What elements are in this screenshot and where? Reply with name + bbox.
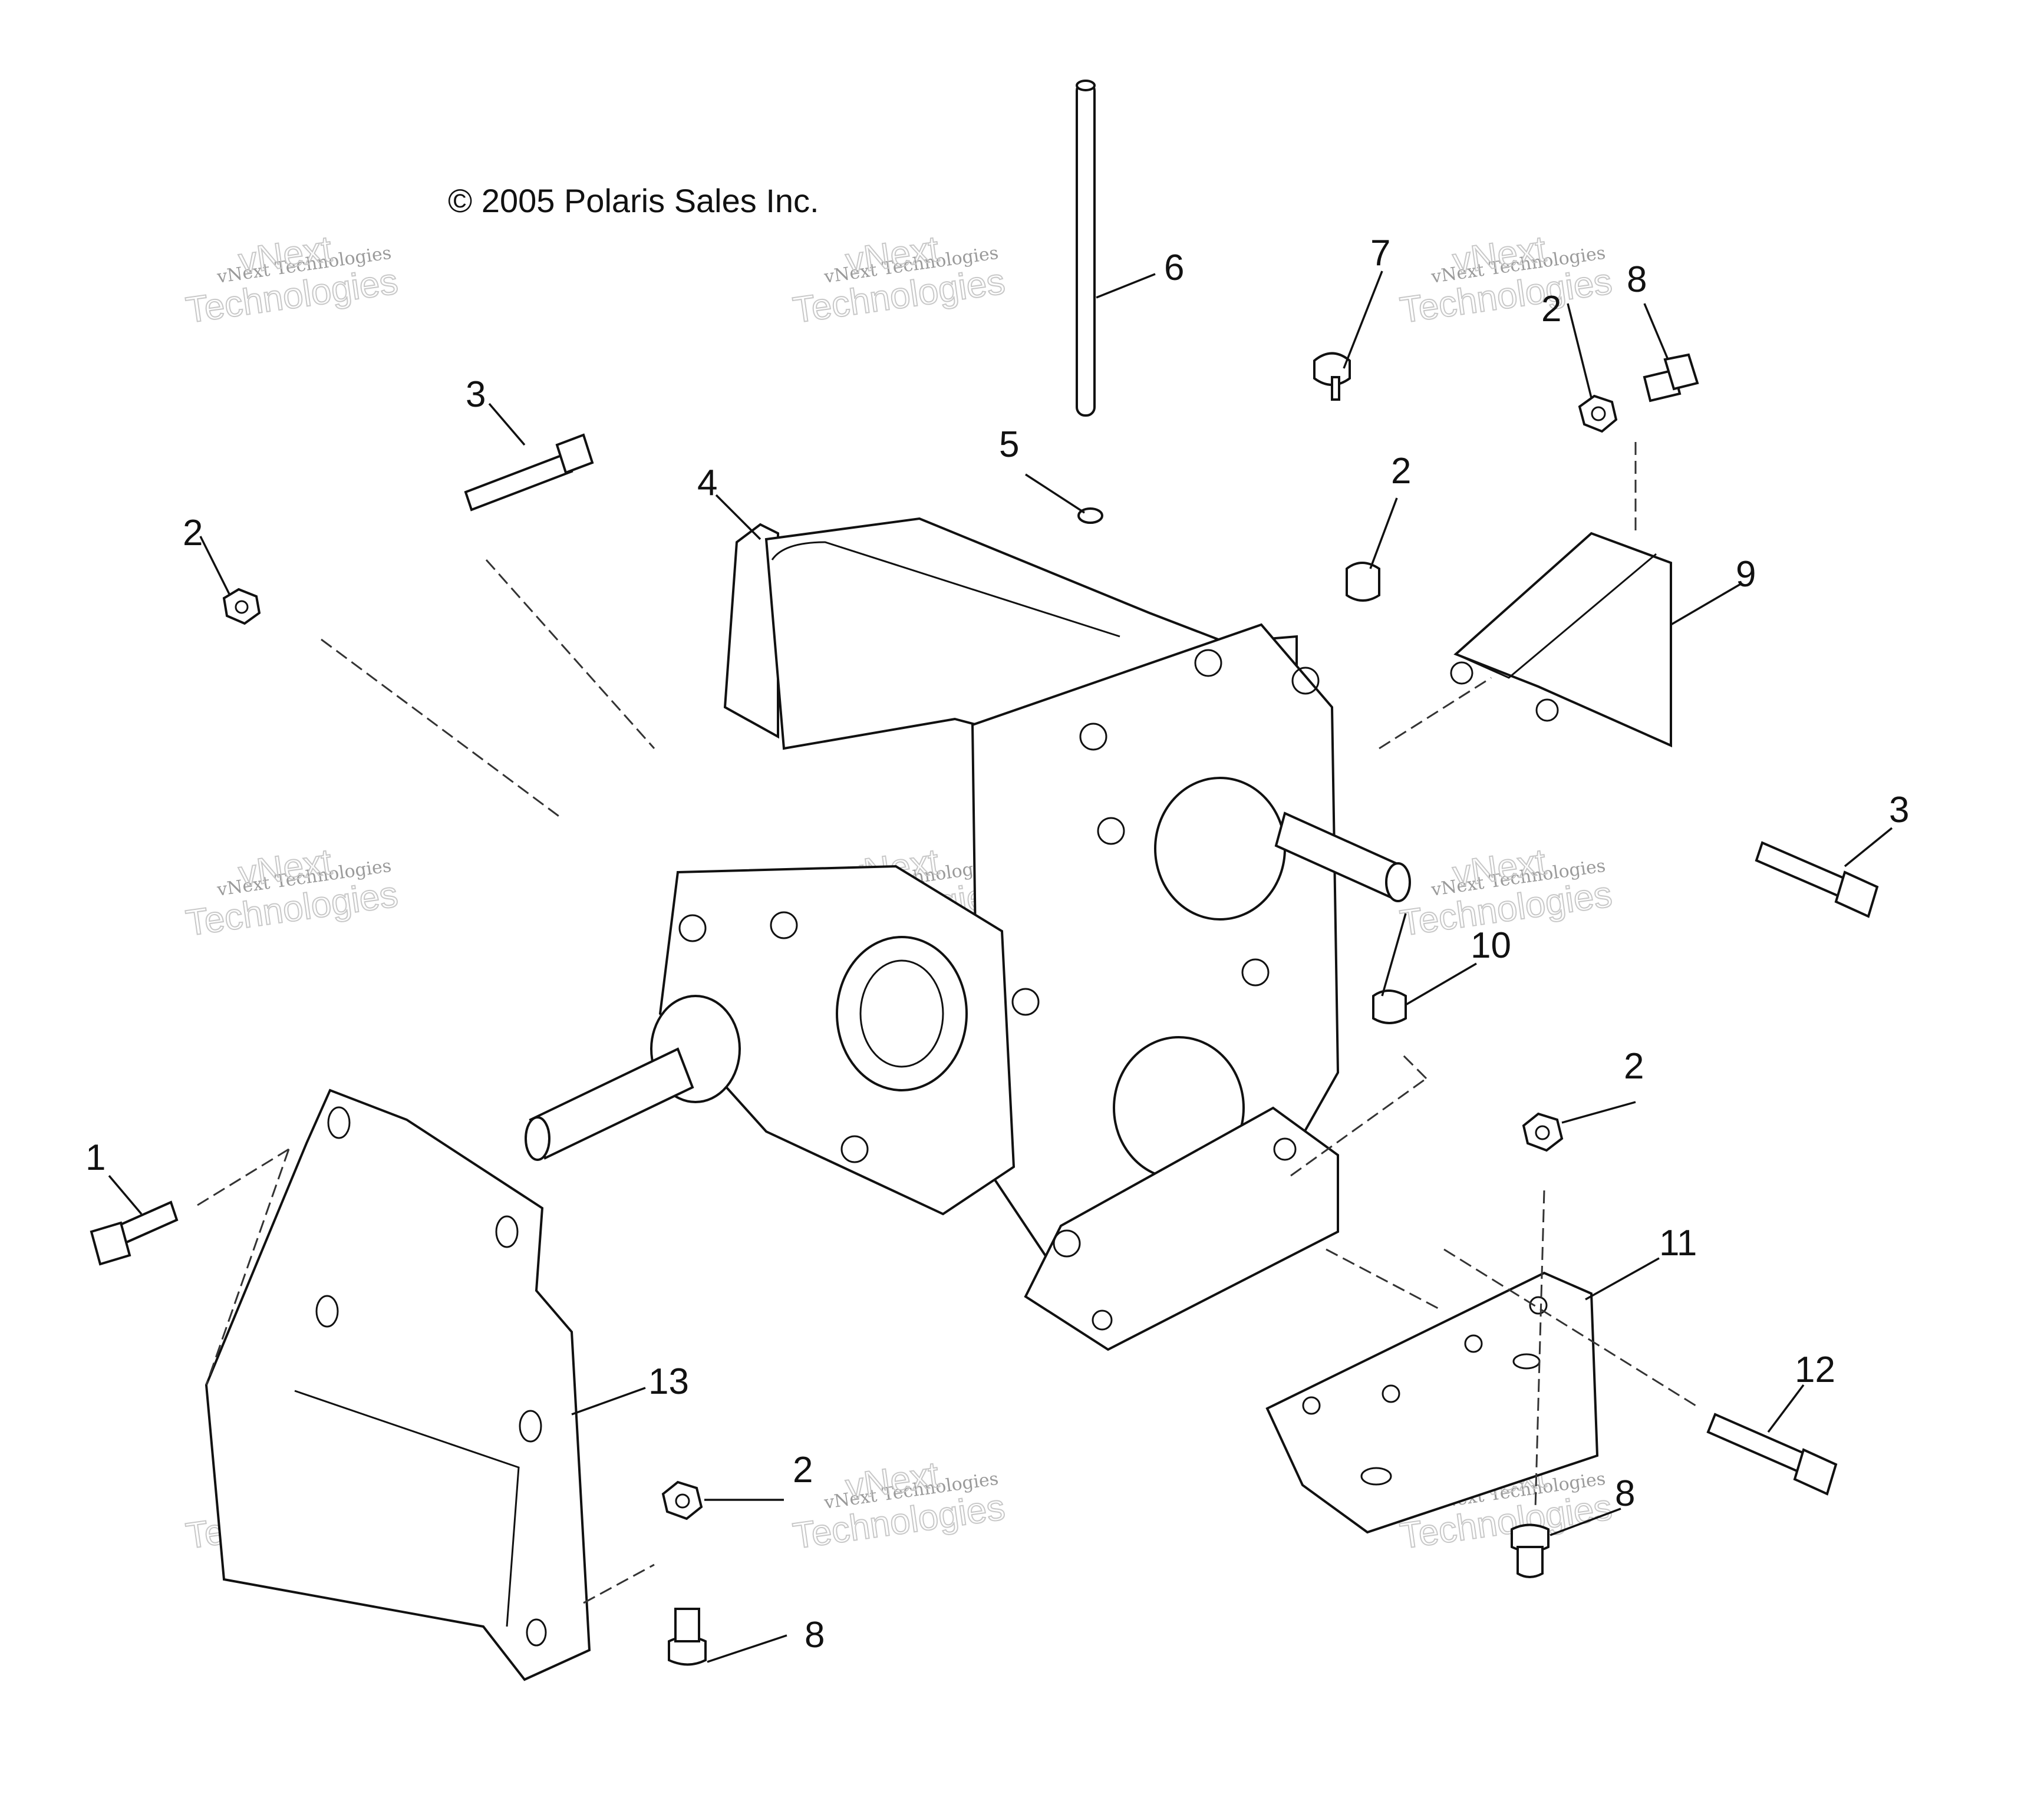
callout-7: 7 xyxy=(1370,233,1390,273)
watermark: vNext Technologies Technologies vNext xyxy=(183,841,401,945)
part-2-nut-bottom xyxy=(661,1480,703,1520)
part-2-spacer xyxy=(1346,562,1380,602)
part-10-nut xyxy=(1372,989,1407,1024)
bolt-heads xyxy=(678,649,1320,1258)
alignment-lines xyxy=(197,442,1701,1604)
watermark: vNext Technologies Technologies vNext xyxy=(790,1454,1008,1558)
watermark: vNext Technologies Technologies vNext xyxy=(1397,841,1615,945)
callout-1: 1 xyxy=(85,1137,106,1178)
leader-lines xyxy=(108,271,1893,1663)
part-2-nut-left xyxy=(222,588,261,625)
callout-13: 13 xyxy=(648,1361,689,1402)
watermark: vNext Technologies Technologies vNext xyxy=(1397,228,1615,332)
callout-2: 2 xyxy=(793,1450,813,1490)
part-13-bracket xyxy=(205,1088,591,1681)
callout-12: 12 xyxy=(1795,1350,1835,1390)
callout-8: 8 xyxy=(805,1615,825,1655)
part-8-bolt-bottom xyxy=(668,1608,707,1666)
part-3-bolt-right xyxy=(1755,841,1879,918)
callout-3: 3 xyxy=(466,374,486,415)
callout-2: 2 xyxy=(1391,451,1411,491)
callout-6: 6 xyxy=(1164,248,1184,288)
callout-11: 11 xyxy=(1659,1223,1697,1264)
part-2-nut-upper-right xyxy=(1578,394,1618,433)
callout-3: 3 xyxy=(1889,790,1909,830)
watermark: vNext Technologies Technologies vNext xyxy=(790,228,1008,332)
callout-5: 5 xyxy=(999,424,1019,465)
part-3-bolt-upper xyxy=(464,433,594,512)
part-8-bolt-top xyxy=(1643,353,1699,403)
part-9-bracket xyxy=(1450,532,1672,748)
callout-9: 9 xyxy=(1736,554,1756,595)
callout-10: 10 xyxy=(1471,925,1511,966)
part-4-transmission xyxy=(525,517,1411,1351)
part-8-bolt-right xyxy=(1511,1523,1550,1578)
part-7-clip xyxy=(1313,352,1351,401)
callout-2: 2 xyxy=(1541,289,1561,329)
part-2-nut-right xyxy=(1522,1112,1564,1152)
callout-2: 2 xyxy=(183,513,203,553)
callout-2: 2 xyxy=(1624,1046,1644,1087)
part-1-bolt xyxy=(90,1200,179,1266)
callout-4: 4 xyxy=(697,463,717,503)
part-11-bracket xyxy=(1265,1271,1599,1534)
part-6-rod xyxy=(1076,80,1096,417)
watermark: vNext Technologies Technologies vNext xyxy=(183,228,401,332)
part-12-bolt xyxy=(1706,1413,1838,1496)
callout-labels: 1 2 2 2 2 2 2 3 3 4 5 6 7 8 8 8 9 10 11 … xyxy=(85,233,1909,1655)
copyright-text: © 2005 Polaris Sales Inc. xyxy=(448,182,819,219)
callout-8: 8 xyxy=(1615,1473,1635,1514)
callout-8: 8 xyxy=(1627,259,1647,300)
